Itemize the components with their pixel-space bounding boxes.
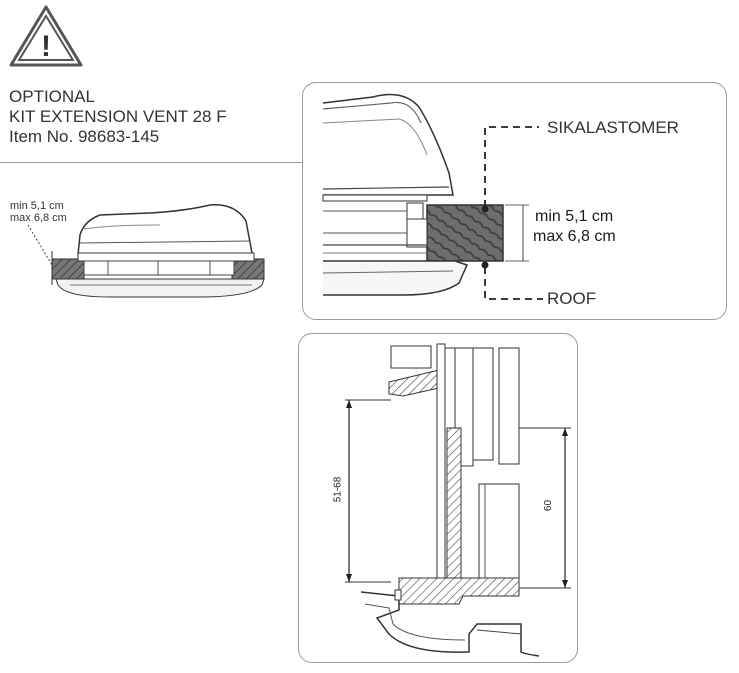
warning-exclamation: ! xyxy=(41,30,51,63)
heading-optional: OPTIONAL xyxy=(9,87,95,106)
right-dimension-label: 60 xyxy=(543,499,555,512)
section-drawing xyxy=(345,343,571,657)
section-divider xyxy=(0,162,302,163)
detail-min-label: min 5,1 cm xyxy=(535,208,614,225)
roof-label: ROOF xyxy=(547,289,597,308)
warning-triangle-icon: ! xyxy=(9,5,83,67)
detail-panel: SIKALASTOMER ROOF min 5,1 cm max 6,8 cm xyxy=(302,82,727,320)
heading-kit-name: KIT EXTENSION VENT 28 F xyxy=(9,107,227,126)
sikalastomer-label: SIKALASTOMER xyxy=(547,118,679,137)
detail-max-label: max 6,8 cm xyxy=(533,228,616,245)
left-dimension-label: 51-68 xyxy=(332,476,344,503)
overview-vent-drawing xyxy=(27,204,265,298)
heading-item-number: Item No. 98683-145 xyxy=(9,127,160,146)
detail-cross-section-drawing xyxy=(322,93,543,300)
section-panel: 51-68 60 xyxy=(298,333,578,663)
overview-max-label: max 6,8 cm xyxy=(10,212,67,224)
overview-min-label: min 5,1 cm xyxy=(10,200,64,212)
